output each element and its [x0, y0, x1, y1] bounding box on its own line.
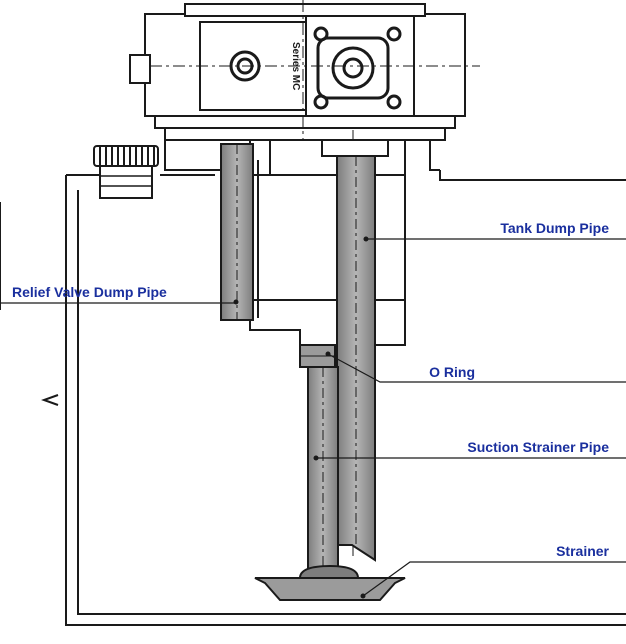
leader-o-ring [327, 353, 626, 383]
label-tank-dump-pipe: Tank Dump Pipe [500, 220, 609, 236]
callout-labels: Tank Dump Pipe Relief Valve Dump Pipe O … [12, 220, 610, 559]
leader-strainer [362, 561, 626, 597]
label-relief-valve-dump-pipe: Relief Valve Dump Pipe [12, 284, 167, 300]
o-ring [299, 344, 336, 368]
right-port [313, 26, 402, 110]
label-strainer: Strainer [556, 543, 609, 559]
filler-cap [93, 145, 159, 199]
leader-lines [0, 238, 626, 597]
label-o-ring: O Ring [429, 364, 475, 380]
strainer [254, 564, 406, 601]
suction-strainer-pipe [307, 366, 339, 576]
pump-lower-body [249, 139, 406, 346]
tank-outline [0, 140, 626, 626]
relief-valve-dump-pipe [220, 143, 254, 321]
label-suction-strainer-pipe: Suction Strainer Pipe [467, 439, 609, 455]
